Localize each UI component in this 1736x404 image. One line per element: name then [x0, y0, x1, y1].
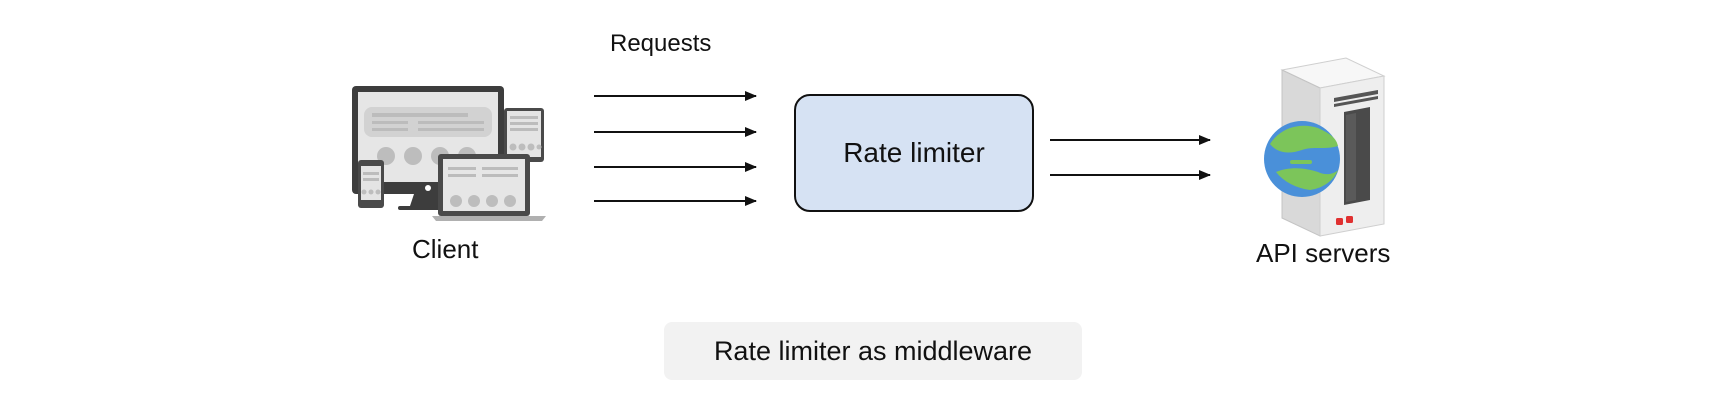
rate-limiter-label: Rate limiter — [843, 137, 985, 168]
caption-box: Rate limiter as middleware — [664, 322, 1082, 380]
request-arrows — [594, 91, 757, 206]
rate-limiter-node: Rate limiter — [794, 94, 1034, 212]
devices-icon — [352, 86, 546, 221]
phone-icon — [358, 160, 384, 208]
api-servers-label: API servers — [1256, 238, 1391, 268]
server-globe-icon — [1264, 57, 1386, 237]
requests-label: Requests — [610, 30, 712, 57]
client-label: Client — [412, 234, 479, 264]
laptop-icon — [432, 154, 546, 221]
caption-text: Rate limiter as middleware — [713, 335, 1033, 366]
tablet-icon — [504, 108, 544, 162]
forward-arrows — [1050, 135, 1211, 180]
